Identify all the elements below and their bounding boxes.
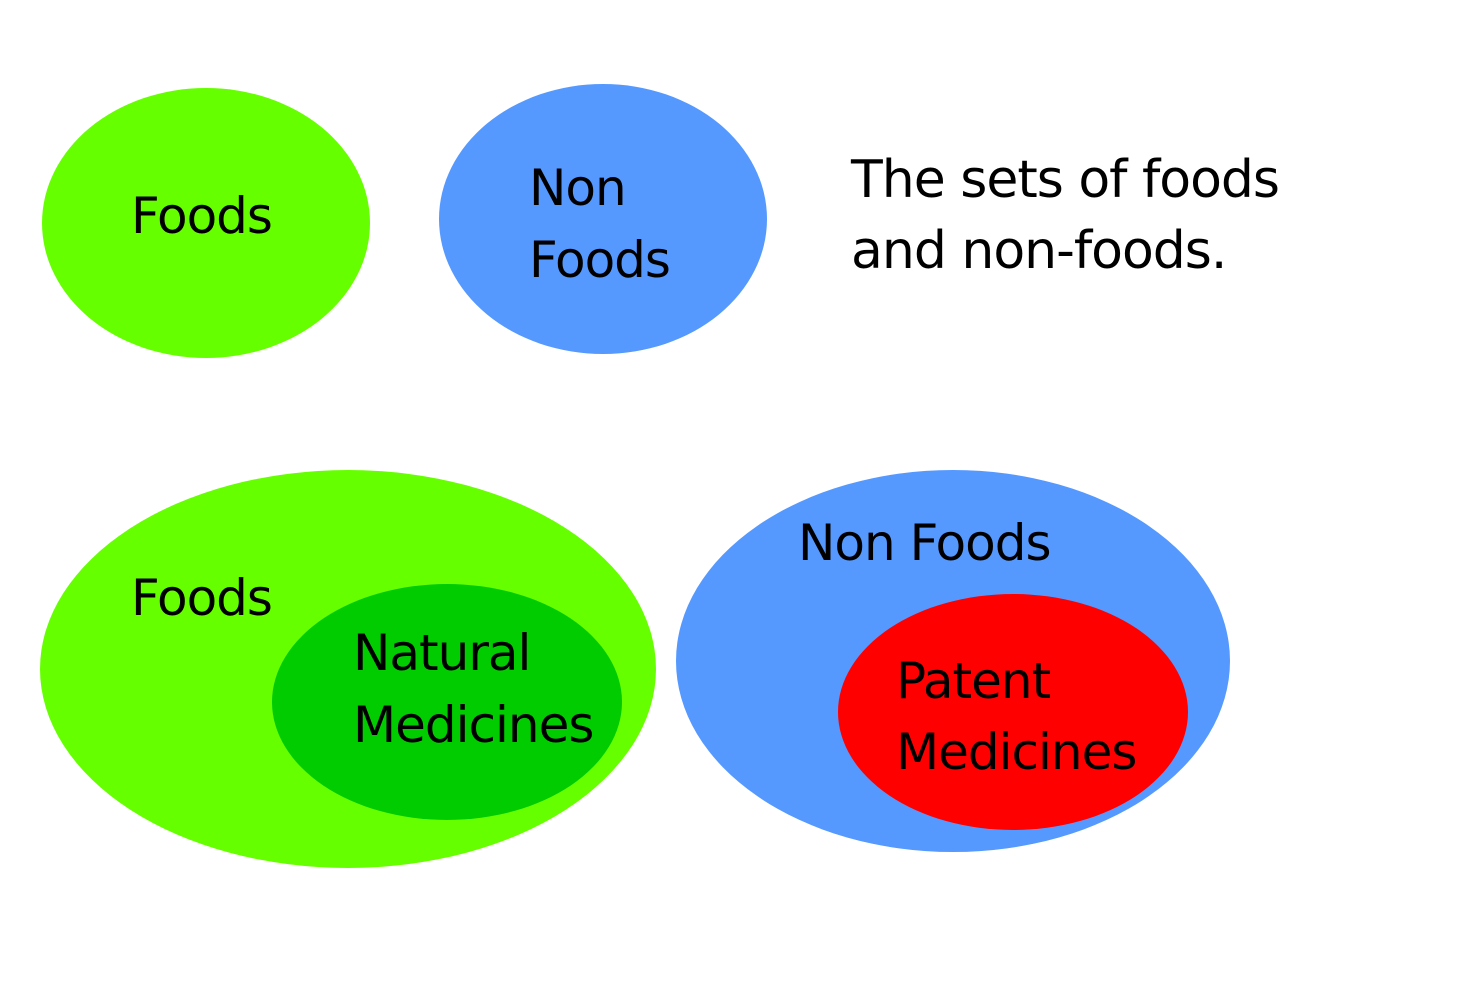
foods-label-bottom: Foods bbox=[131, 569, 273, 627]
caption-line1: The sets of foods bbox=[851, 150, 1280, 210]
natural-medicines-set bbox=[272, 584, 622, 820]
patent-medicines-line2: Medicines bbox=[896, 723, 1137, 781]
caption-line2: and non-foods. bbox=[851, 221, 1227, 281]
foods-label-top: Foods bbox=[131, 187, 273, 245]
nonfoods-label-top-line2: Foods bbox=[529, 231, 671, 289]
nonfoods-label-bottom: Non Foods bbox=[798, 514, 1052, 572]
patent-medicines-line1: Patent bbox=[896, 652, 1051, 710]
nonfoods-label-top-line1: Non bbox=[529, 159, 627, 217]
natural-medicines-line1: Natural bbox=[353, 624, 531, 682]
natural-medicines-line2: Medicines bbox=[353, 696, 594, 754]
patent-medicines-set bbox=[838, 594, 1188, 830]
foods-set-top bbox=[42, 88, 370, 358]
nonfoods-set-top bbox=[439, 84, 767, 354]
